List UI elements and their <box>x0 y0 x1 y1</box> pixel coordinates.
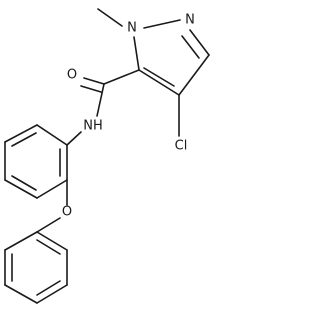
atom-n1-label: N <box>127 21 137 36</box>
bond-c5-n1 <box>133 36 140 71</box>
bond-ring2-d <box>36 284 68 304</box>
bond-ring2-inner-3 <box>36 239 61 255</box>
atom-o-ether-label: O <box>62 205 72 220</box>
bond-carbonyl-nh <box>96 83 105 117</box>
bond-n1-n2 <box>143 19 181 29</box>
bond-ring2-a <box>4 231 38 251</box>
bond-ring2-c <box>4 284 38 304</box>
bond-ring1-inner-1 <box>11 132 37 147</box>
bond-c4-c5 <box>138 69 180 96</box>
atom-cl-label: Cl <box>175 139 188 154</box>
bond-methyl-n1 <box>97 8 123 27</box>
bond-ring1-e <box>36 179 68 199</box>
bond-c4-c5-inner <box>143 67 175 87</box>
bond-o-ring2 <box>36 217 61 233</box>
bond-ring1-d <box>4 179 38 199</box>
bond-carbonyl-o-2 <box>80 85 102 93</box>
bonds <box>4 8 210 304</box>
bond-ring1-b <box>4 124 38 143</box>
bond-ring1-a <box>36 124 68 146</box>
bond-n2-c3 <box>189 29 210 56</box>
atom-nh-label: NH <box>83 119 103 134</box>
bond-c5-carbonyl <box>103 69 140 85</box>
bond-n2-c3-inner <box>181 35 200 59</box>
structure-diagram: N N O NH Cl O <box>4 8 210 304</box>
atom-n2-label: N <box>185 13 195 28</box>
bond-ring1-inner-2 <box>11 175 37 191</box>
bond-ring2-inner-2 <box>36 280 61 296</box>
atom-labels: N N O NH Cl O <box>62 13 195 220</box>
bond-ring2-f <box>36 231 68 251</box>
atom-o-carbonyl-label: O <box>67 68 77 83</box>
bond-carbonyl-o-1 <box>83 77 105 85</box>
bond-c3-c4 <box>178 54 210 96</box>
bond-nh-ring <box>66 131 82 146</box>
